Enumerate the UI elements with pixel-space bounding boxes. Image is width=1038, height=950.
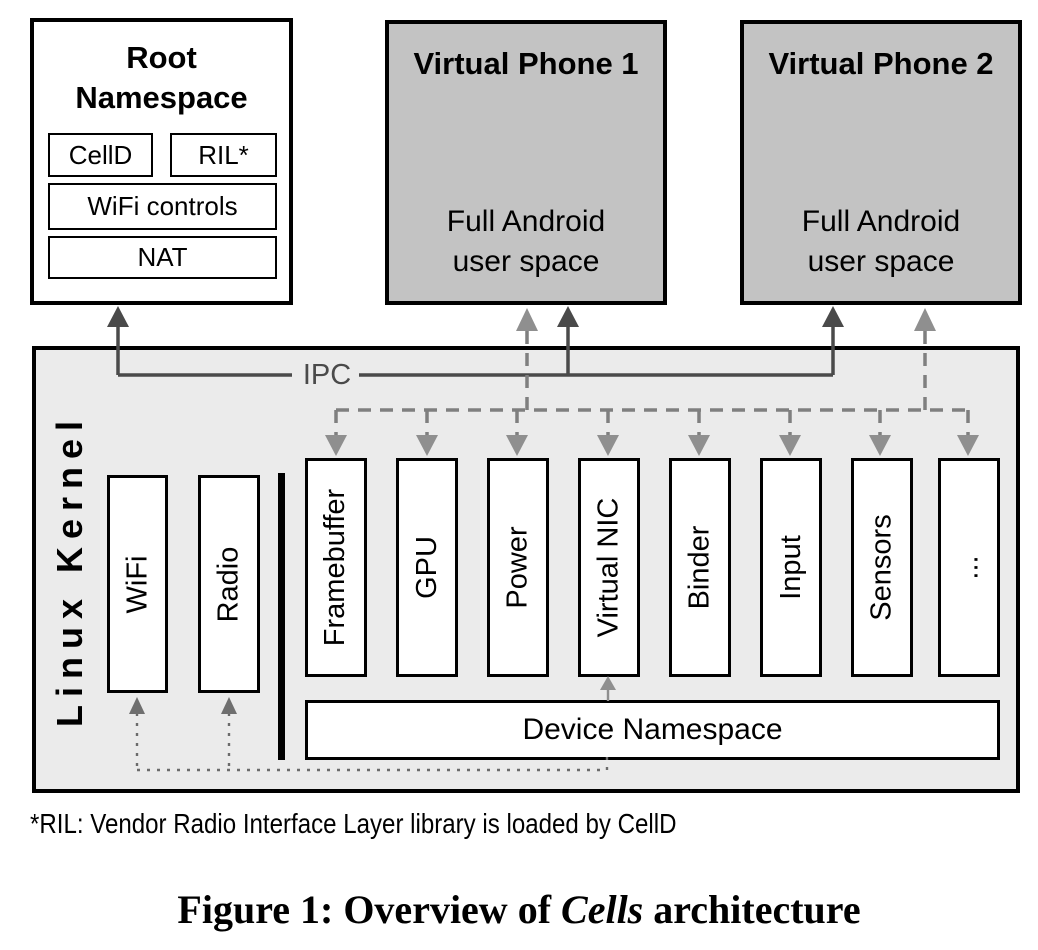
ellipsis-device-box: ... <box>938 458 1000 677</box>
figure-caption: Figure 1: Overview of Cells architecture <box>0 886 1038 933</box>
virtual-phone-2-body: Full Android user space <box>744 202 1018 282</box>
root-namespace-box: Root Namespace CellD RIL* WiFi controls … <box>30 18 293 305</box>
root-namespace-title: Root Namespace <box>75 40 248 115</box>
sensors-device-box: Sensors <box>851 458 913 677</box>
celld-box: CellD <box>48 133 153 177</box>
gpu-device-box: GPU <box>396 458 458 677</box>
binder-device-box: Binder <box>669 458 731 677</box>
framebuffer-device-label: Framebuffer <box>319 488 352 647</box>
vp2-body-line2: user space <box>807 244 955 278</box>
radio-device-box: Radio <box>198 475 260 693</box>
virtual-phone-2-box: Virtual Phone 2 Full Android user space <box>740 20 1022 305</box>
ipc-arrowhead-root-icon <box>107 306 129 327</box>
device-namespace-box: Device Namespace <box>305 700 1000 760</box>
vp1-body-line2: user space <box>452 244 600 278</box>
linux-kernel-label: Linux Kernel <box>49 412 90 728</box>
caption-prefix: Figure 1: Overview of <box>177 887 562 932</box>
vp1-body-line1: Full Android <box>446 205 606 238</box>
ril-footnote: *RIL: Vendor Radio Interface Layer libra… <box>30 808 677 839</box>
ril-box: RIL* <box>170 133 277 177</box>
wifi-device-box: WiFi <box>107 475 168 693</box>
ipc-arrowhead-vp2-icon <box>822 306 844 327</box>
caption-italic: Cells <box>561 887 644 932</box>
power-device-box: Power <box>487 458 549 677</box>
gpu-device-label: GPU <box>410 536 443 599</box>
virtual-phone-1-title: Virtual Phone 1 <box>413 46 639 81</box>
ipc-label: IPC <box>302 359 352 391</box>
binder-device-label: Binder <box>683 525 716 610</box>
framebuffer-device-box: Framebuffer <box>305 458 367 677</box>
ipc-arrowheads <box>107 306 844 327</box>
bus-arrowhead-vp2-icon <box>914 308 936 331</box>
radio-device-label: Radio <box>212 546 245 622</box>
caption-suffix: architecture <box>643 887 861 932</box>
wifi-controls-box: WiFi controls <box>48 183 277 230</box>
sensors-device-label: Sensors <box>865 514 898 621</box>
vp2-body-line1: Full Android <box>801 205 961 238</box>
virtual-phone-2-title: Virtual Phone 2 <box>768 46 994 81</box>
virtual-phone-1-box: Virtual Phone 1 Full Android user space <box>385 20 667 305</box>
ipc-arrowhead-vp1-icon <box>557 306 579 327</box>
wifi-device-label: WiFi <box>121 555 154 613</box>
nat-box: NAT <box>48 236 277 279</box>
input-device-label: Input <box>774 535 807 600</box>
input-device-box: Input <box>760 458 822 677</box>
virtual-nic-device-box: Virtual NIC <box>578 458 640 677</box>
virtual-nic-device-label: Virtual NIC <box>592 497 625 638</box>
power-device-label: Power <box>501 526 534 609</box>
kernel-divider-line <box>278 473 285 760</box>
virtual-phone-1-body: Full Android user space <box>389 202 663 282</box>
bus-arrowhead-vp1-icon <box>516 308 538 331</box>
ellipsis-device-label: ... <box>952 555 985 580</box>
